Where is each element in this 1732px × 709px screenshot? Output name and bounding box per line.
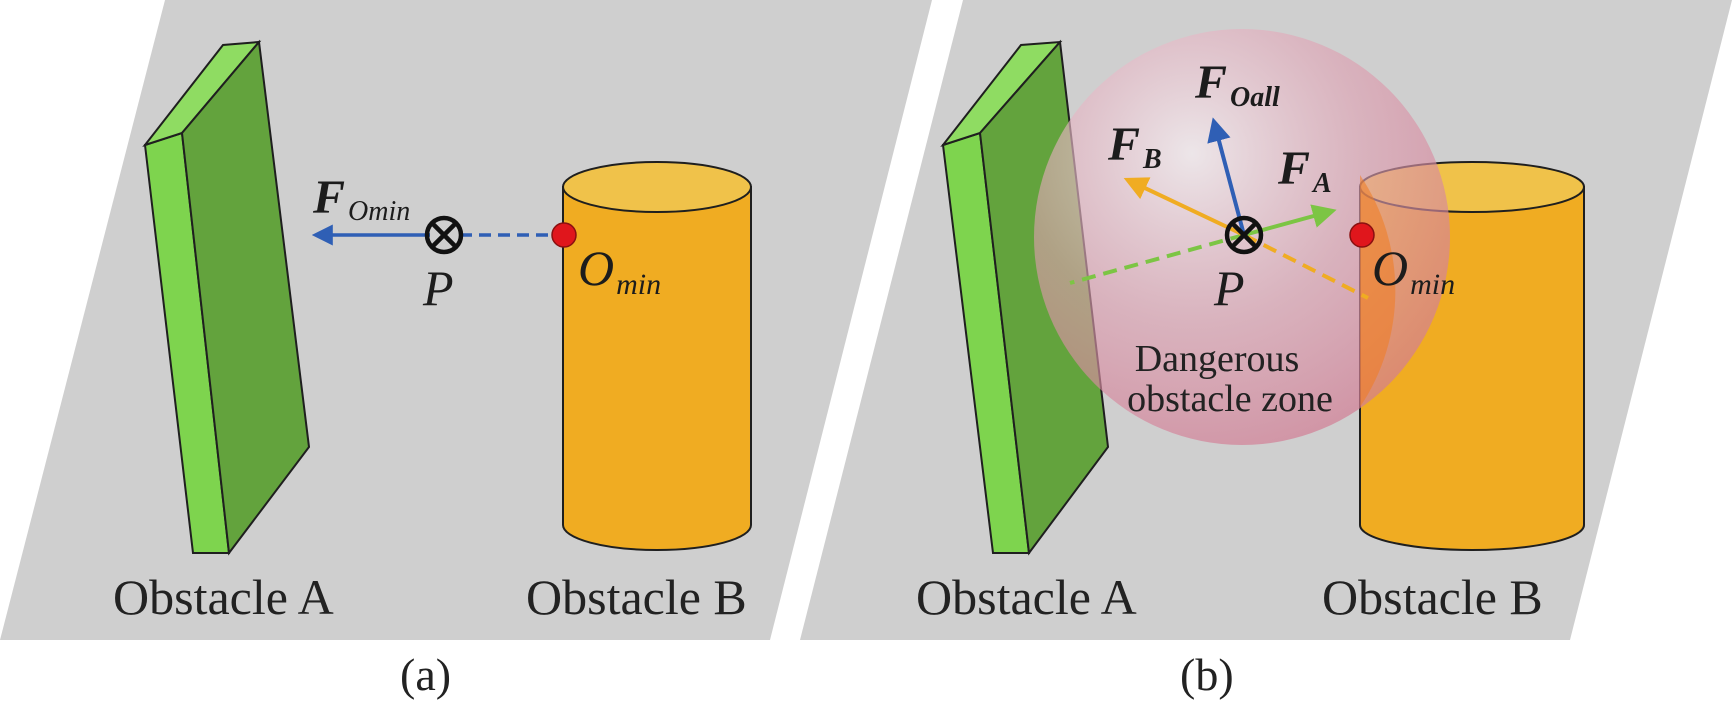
point-p-marker-a [424, 215, 464, 255]
nearest-point-marker-a [551, 222, 577, 248]
nearest-point-label-b: Omin [1372, 240, 1455, 301]
ground-plane-a [0, 0, 932, 640]
caption-b: (b) [1180, 649, 1234, 700]
nearest-point-marker-b [1349, 222, 1375, 248]
obstacle-a-wall [142, 39, 311, 556]
point-p-label-b: P [1213, 260, 1245, 316]
nearest-point-label-a: Omin [578, 240, 661, 301]
obstacle-b-label-a: Obstacle B [526, 569, 747, 625]
danger-zone-label-line1: Dangerous [1135, 338, 1300, 380]
point-p-label-a: P [422, 260, 454, 316]
force-b-extension [1243, 233, 1369, 300]
obstacle-a-label-a: Obstacle A [113, 569, 334, 625]
force-b-arrow [1123, 177, 1245, 237]
obstacle-b-cylinder [562, 161, 752, 551]
force-a-extension [1069, 233, 1245, 285]
point-p-marker-b [1224, 215, 1264, 255]
caption-a: (a) [400, 649, 451, 700]
obstacle-b-label-b: Obstacle B [1322, 569, 1543, 625]
danger-zone-label-line2: obstacle zone [1127, 378, 1333, 420]
force-total-arrow [1207, 117, 1246, 236]
obstacle-a-label-b: Obstacle A [916, 569, 1137, 625]
